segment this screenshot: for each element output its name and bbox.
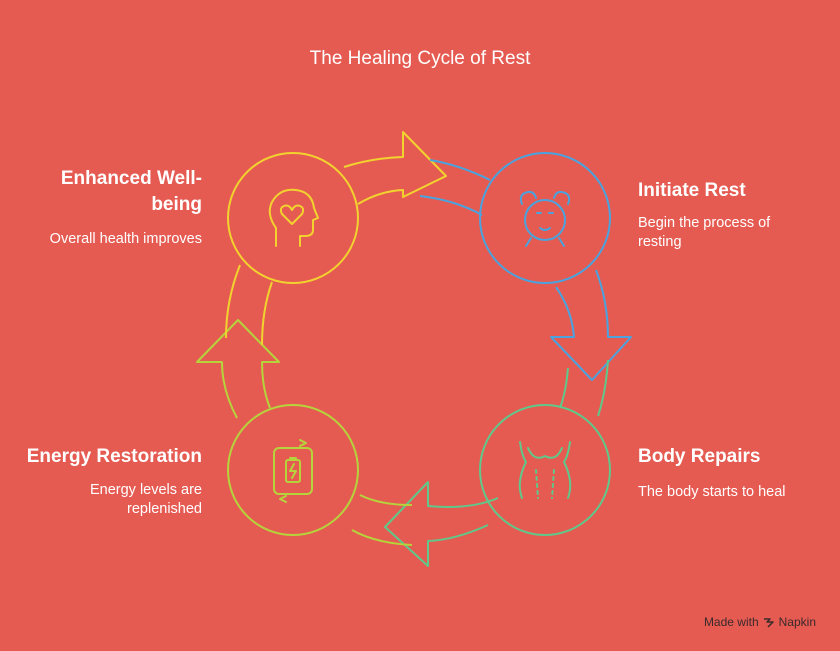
- node-well-being: [227, 152, 359, 284]
- footer-attribution[interactable]: Made with Napkin: [704, 615, 816, 629]
- alarm-clock-icon: [519, 190, 571, 247]
- node-initiate-rest: [479, 152, 611, 284]
- initiate-rest-description: Begin the process of resting: [638, 215, 771, 250]
- diagram-title: The Healing Cycle of Rest: [309, 48, 531, 69]
- torso-icon: [518, 441, 572, 499]
- body-repairs-description: The body starts to heal: [638, 484, 786, 500]
- initiate-rest-title: Initiate Rest: [638, 180, 746, 201]
- node-body-repairs: [479, 404, 611, 536]
- node-energy-restoration: [227, 404, 359, 536]
- napkin-brand: Napkin: [778, 615, 816, 629]
- arrow-to-well-being: [196, 319, 280, 419]
- arrow-to-energy-restoration: [384, 481, 499, 567]
- energy-restoration-description: Energy levels are replenished: [89, 482, 202, 517]
- body-repairs-title: Body Repairs: [638, 446, 761, 467]
- battery-recharge-icon: [273, 439, 313, 503]
- arrow-to-body-repairs: [550, 269, 632, 381]
- well-being-description: Overall health improves: [49, 231, 202, 247]
- made-with-label: Made with: [703, 615, 759, 629]
- well-being-title: Enhanced Well- being: [60, 168, 202, 215]
- heart-head-icon: [268, 188, 319, 247]
- energy-restoration-title: Energy Restoration: [26, 446, 202, 467]
- napkin-logo-icon: [763, 618, 774, 628]
- arrow-to-initiate-rest: [343, 131, 447, 205]
